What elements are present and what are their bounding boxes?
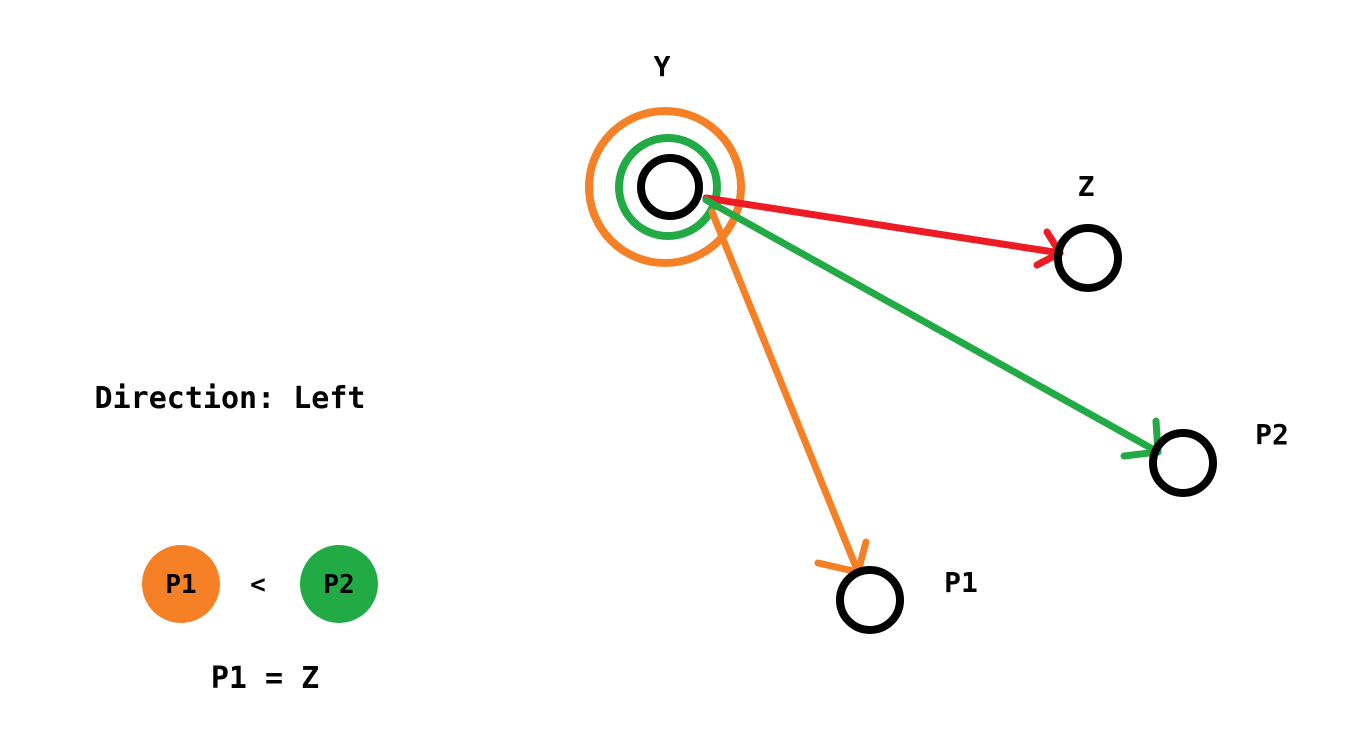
node-p1-label: P1 [944, 566, 978, 599]
green-ring-around-y [615, 134, 721, 240]
comparison-symbol: < [250, 570, 266, 600]
equation-text: P1 = Z [211, 661, 319, 696]
node-p2 [1149, 429, 1217, 497]
node-p1 [836, 566, 904, 634]
orange-ring-around-y [585, 107, 745, 267]
badge-p1 [142, 545, 220, 623]
node-y-label: Y [654, 50, 671, 83]
node-z [1054, 224, 1122, 292]
badge-p2-label: P2 [323, 570, 354, 600]
node-y [637, 154, 703, 220]
direction-text: Direction: Left [95, 381, 366, 416]
edge-y-to-p1 [708, 208, 870, 576]
badge-p2 [300, 545, 378, 623]
node-p2-label: P2 [1255, 418, 1289, 451]
badge-p1-label: P1 [165, 570, 196, 600]
node-z-label: Z [1078, 170, 1095, 203]
edge-y-to-p2 [702, 196, 1162, 460]
